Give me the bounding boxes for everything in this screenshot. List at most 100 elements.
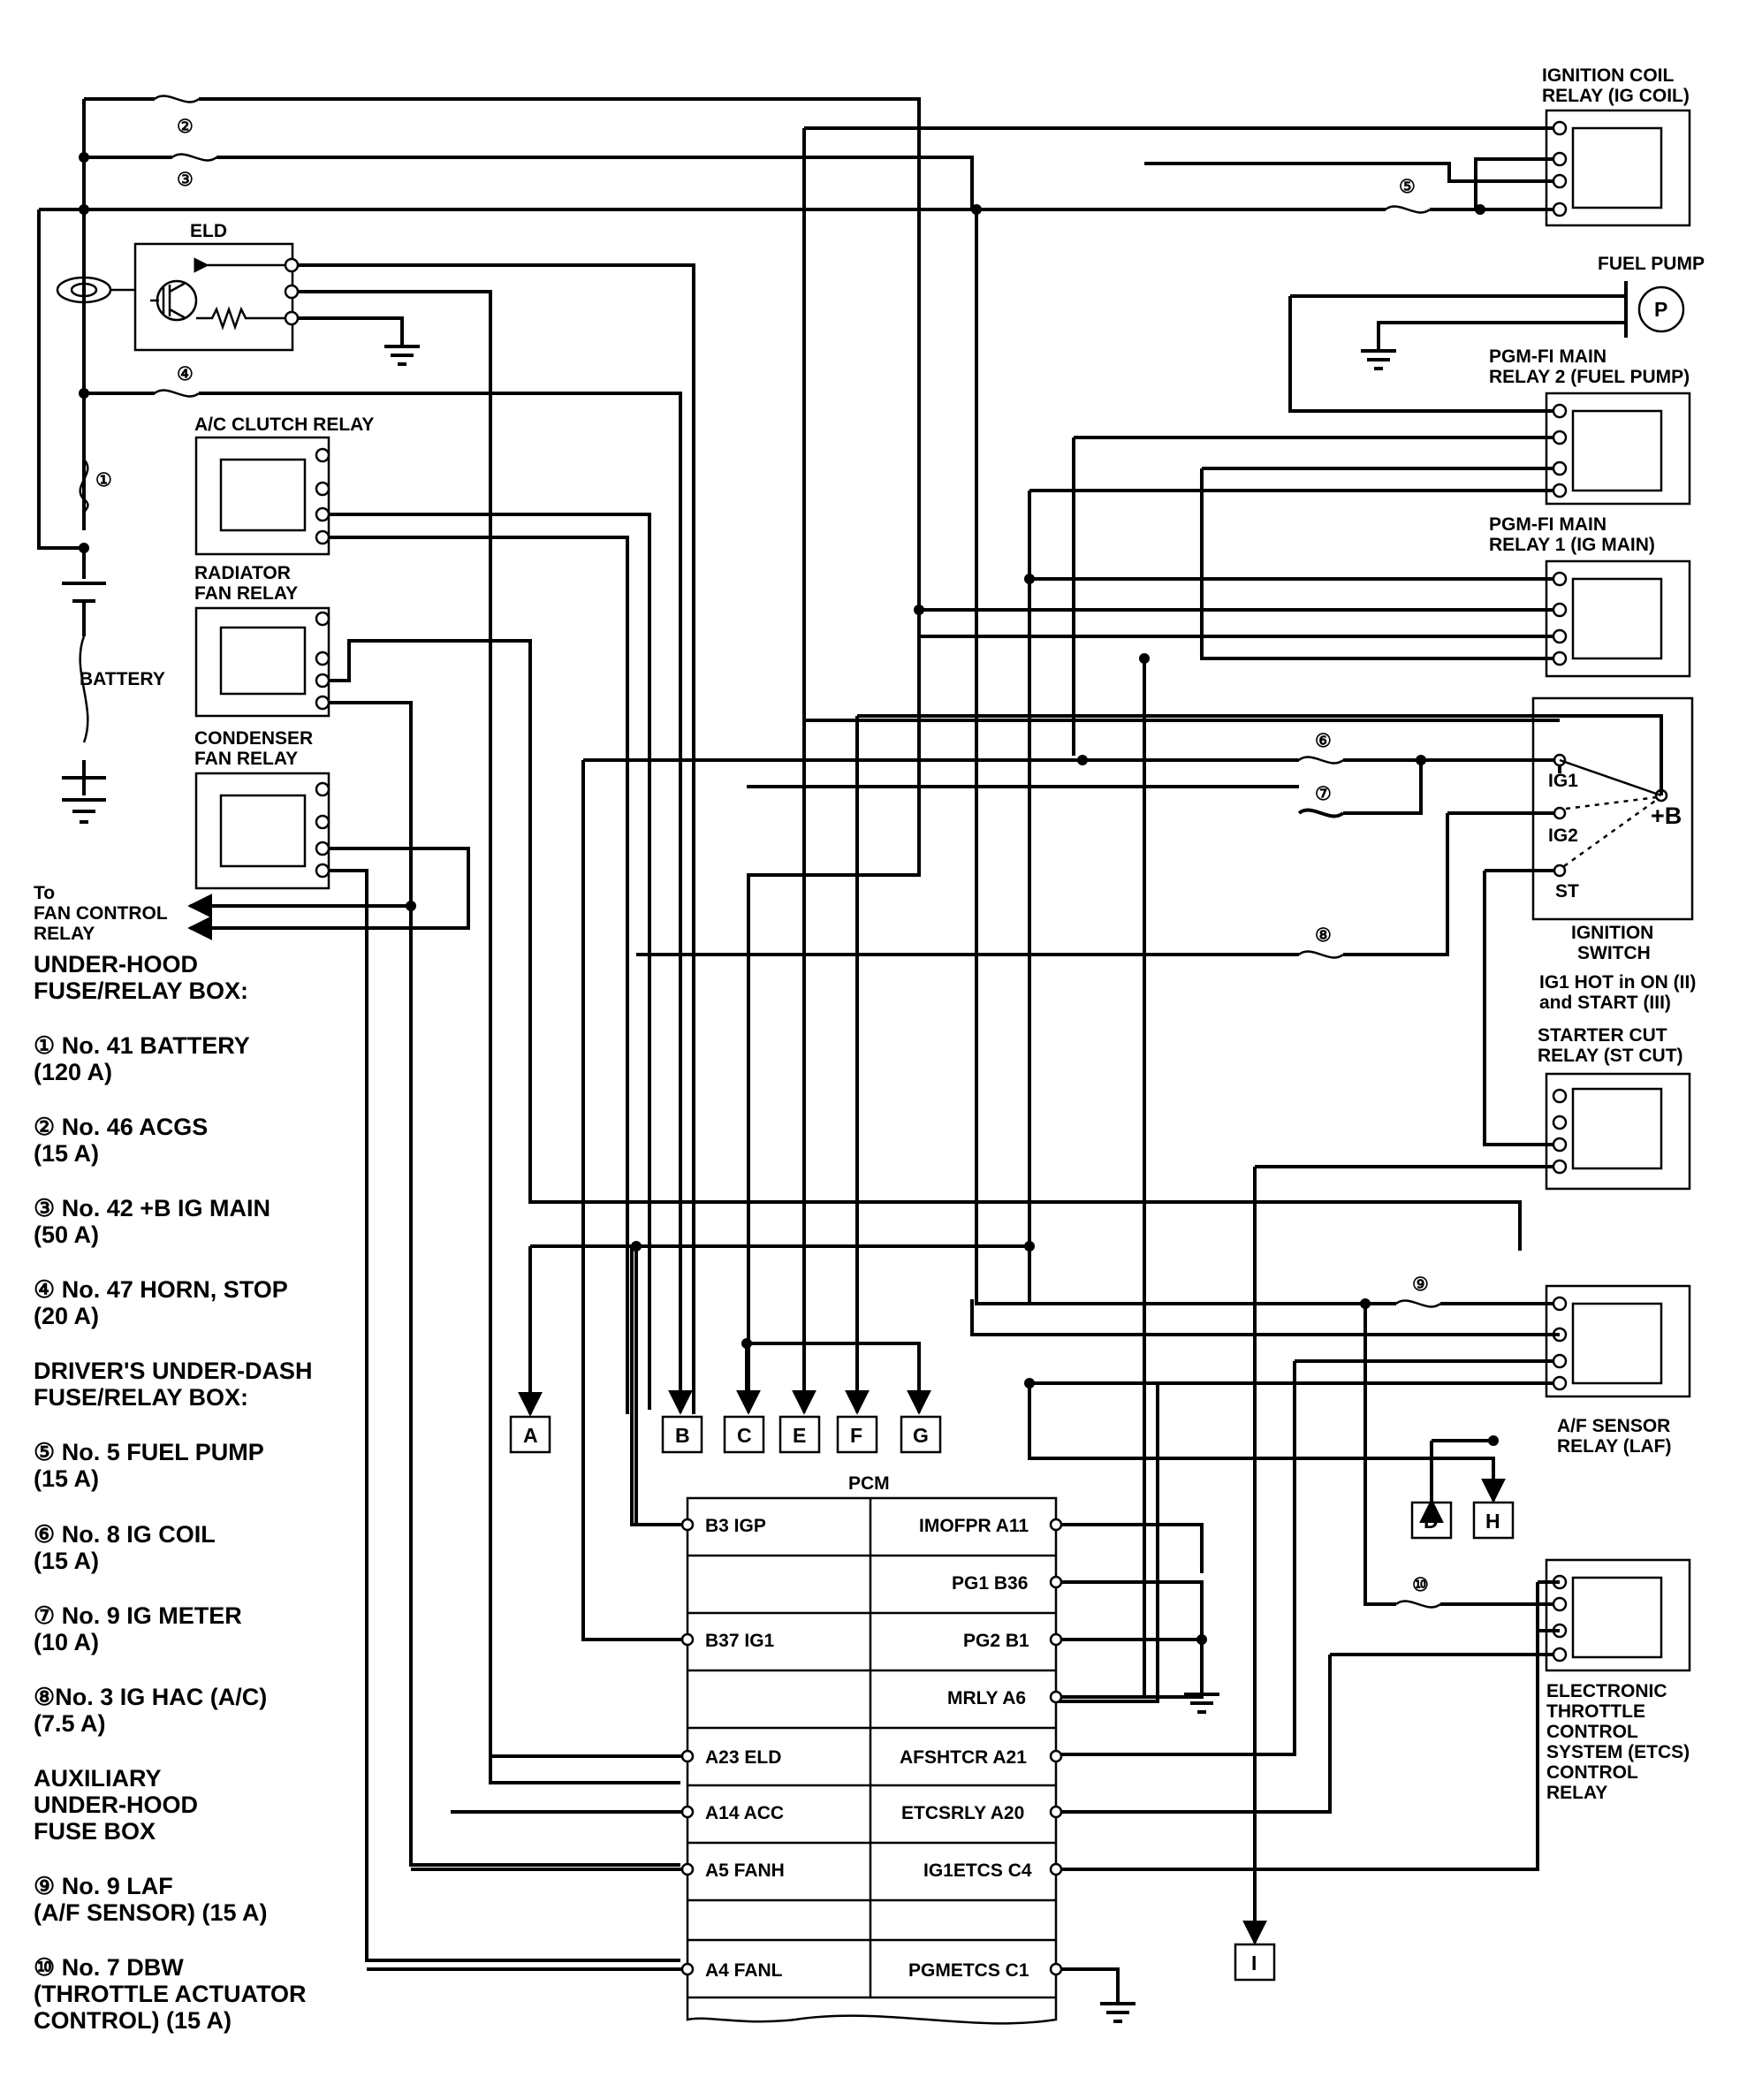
eld-label: ELD <box>190 221 227 241</box>
legend-under-hood-2: FUSE/RELAY BOX: <box>34 978 248 1004</box>
legend-fuse-6-name: ⑥ No. 8 IG COIL <box>34 1521 216 1548</box>
legend-fuse-8-name: ⑧No. 3 IG HAC (A/C) <box>34 1684 267 1710</box>
af-sensor-relay-label-1: A/F SENSOR <box>1557 1416 1670 1436</box>
pcm-pin-b3-igp: B3 IGP <box>705 1516 766 1536</box>
legend-fuse-1-rating: (120 A) <box>34 1059 112 1085</box>
fuel-pump-label: FUEL PUMP <box>1598 254 1705 274</box>
fuse-8-label: ⑧ <box>1315 925 1332 946</box>
pgm-fi-main-relay-1-label-2: RELAY 1 (IG MAIN) <box>1489 535 1655 555</box>
fuse-6-label: ⑥ <box>1315 731 1332 751</box>
ig-coil-relay: IGNITION COIL RELAY (IG COIL) <box>1542 65 1691 227</box>
ground-symbol-eld <box>384 345 420 366</box>
pcm-pin-pg1-b36: PG1 B36 <box>952 1573 1028 1594</box>
fuse-legend: UNDER-HOOD FUSE/RELAY BOX: ① No. 41 BATT… <box>34 951 312 2034</box>
legend-fuse-3-rating: (50 A) <box>34 1221 99 1248</box>
fuel-pump: FUEL PUMP P <box>1290 254 1705 370</box>
ig-coil-relay-label-1: IGNITION COIL <box>1542 65 1675 86</box>
legend-fuse-9-name: ⑨ No. 9 LAF <box>34 1873 173 1899</box>
radiator-fan-relay-label-1: RADIATOR <box>194 563 291 583</box>
pcm-pin-a5-fanh: A5 FANH <box>705 1860 785 1881</box>
legend-fuse-10-name: ⑩ No. 7 DBW <box>34 1954 184 1981</box>
fuel-pump-symbol: P <box>1654 298 1667 321</box>
ignition-switch-label-1: IGNITION <box>1571 923 1653 943</box>
pcm-pin-ig1etcs-c4: IG1ETCS C4 <box>923 1860 1032 1881</box>
fan-control-relay-label-1: To <box>34 883 55 903</box>
etcs-relay-label-5: CONTROL <box>1546 1762 1638 1783</box>
pgm-fi-main-relay-1: PGM-FI MAIN RELAY 1 (IG MAIN) <box>1489 514 1691 678</box>
etcs-relay-label-4: SYSTEM (ETCS) <box>1546 1742 1690 1762</box>
connector-f: F <box>850 1424 862 1447</box>
legend-fuse-2-rating: (15 A) <box>34 1140 99 1167</box>
condenser-fan-relay: CONDENSER FAN RELAY <box>187 728 680 1962</box>
fuse-4-label: ④ <box>177 364 194 384</box>
fuse-9-label: ⑨ <box>1412 1274 1429 1295</box>
ig1-note-2: and START (III) <box>1539 993 1671 1013</box>
af-sensor-relay: A/F SENSOR RELAY (LAF) <box>1545 1284 1691 1457</box>
starter-cut-relay: STARTER CUT RELAY (ST CUT) <box>1538 1025 1691 1191</box>
fuse-10-label: ⑩ <box>1412 1575 1429 1595</box>
condenser-fan-relay-label-1: CONDENSER <box>194 728 313 749</box>
ig-coil-relay-label-2: RELAY (IG COIL) <box>1542 86 1690 106</box>
etcs-control-relay: ELECTRONIC THROTTLE CONTROL SYSTEM (ETCS… <box>1545 1558 1691 1803</box>
legend-fuse-8-rating: (7.5 A) <box>34 1710 106 1737</box>
pcm-pin-imofpr-a11: IMOFPR A11 <box>919 1516 1029 1536</box>
legend-auxiliary-1: AUXILIARY <box>34 1765 162 1792</box>
pcm-pin-a4-fanl: A4 FANL <box>705 1960 783 1981</box>
legend-fuse-1-name: ① No. 41 BATTERY <box>34 1032 250 1059</box>
legend-under-dash-1: DRIVER'S UNDER-DASH <box>34 1358 312 1384</box>
fuse-2-label: ② <box>177 117 194 137</box>
eld-unit: ELD <box>133 221 695 1784</box>
legend-fuse-9-rating: (A/F SENSOR) (15 A) <box>34 1899 268 1926</box>
battery-feed-wiring <box>37 95 974 1405</box>
condenser-fan-relay-label-2: FAN RELAY <box>194 749 298 769</box>
connector-i: I <box>1251 1952 1257 1974</box>
pgm-fi-main-relay-2: PGM-FI MAIN RELAY 2 (FUEL PUMP) <box>1489 346 1691 506</box>
ignition-switch-st: ST <box>1555 881 1579 902</box>
legend-auxiliary-3: FUSE BOX <box>34 1818 156 1845</box>
connector-d: D <box>1424 1510 1439 1533</box>
connector-b: B <box>675 1424 690 1447</box>
radiator-fan-relay-label-2: FAN RELAY <box>194 583 298 604</box>
legend-under-hood-1: UNDER-HOOD <box>34 951 198 978</box>
connector-group: A B C E F G D H I <box>509 1388 1515 1982</box>
pcm-pin-pg2-b1: PG2 B1 <box>963 1631 1029 1651</box>
pcm-pin-mrly-a6: MRLY A6 <box>947 1688 1026 1708</box>
fan-control-relay-label-3: RELAY <box>34 924 95 944</box>
ig1-note-1: IG1 HOT in ON (II) <box>1539 972 1696 993</box>
pcm-pin-etcsrly-a20: ETCSRLY A20 <box>901 1803 1024 1823</box>
fuse-3-label: ③ <box>177 170 194 190</box>
starter-cut-relay-label-1: STARTER CUT <box>1538 1025 1667 1046</box>
etcs-relay-label-2: THROTTLE <box>1546 1701 1645 1722</box>
pgm-fi-main-relay-2-label-1: PGM-FI MAIN <box>1489 346 1606 367</box>
fuse-1-label: ① <box>95 470 112 491</box>
ignition-switch-ig1: IG1 <box>1548 771 1578 791</box>
legend-under-dash-2: FUSE/RELAY BOX: <box>34 1384 248 1411</box>
ac-clutch-relay: A/C CLUTCH RELAY <box>194 415 651 1414</box>
battery-label: BATTERY <box>80 669 165 689</box>
etcs-relay-label-3: CONTROL <box>1546 1722 1638 1742</box>
fuse-5-label: ⑤ <box>1399 177 1416 197</box>
ignition-switch: IG1 IG2 ST +B IGNITION SWITCH IG1 HOT in… <box>857 696 1696 1013</box>
legend-fuse-3-name: ③ No. 42 +B IG MAIN <box>34 1195 270 1221</box>
pcm-pin-pgmetcs-c1: PGMETCS C1 <box>908 1960 1029 1981</box>
pcm-label: PCM <box>848 1473 890 1494</box>
pcm-pin-b37-ig1: B37 IG1 <box>705 1631 775 1651</box>
ignition-switch-label-2: SWITCH <box>1577 943 1651 963</box>
ignition-switch-b: +B <box>1651 803 1682 829</box>
connector-g: G <box>913 1424 929 1447</box>
connector-e: E <box>793 1424 806 1447</box>
connector-c: C <box>737 1424 752 1447</box>
af-sensor-relay-label-2: RELAY (LAF) <box>1557 1436 1672 1457</box>
legend-fuse-4-rating: (20 A) <box>34 1303 99 1329</box>
pcm-pin-a23-eld: A23 ELD <box>705 1747 781 1768</box>
legend-auxiliary-2: UNDER-HOOD <box>34 1792 198 1818</box>
legend-fuse-5-name: ⑤ No. 5 FUEL PUMP <box>34 1439 264 1465</box>
legend-fuse-4-name: ④ No. 47 HORN, STOP <box>34 1276 288 1303</box>
pcm-pin-afshtcr-a21: AFSHTCR A21 <box>900 1747 1027 1768</box>
legend-fuse-6-rating: (15 A) <box>34 1548 99 1574</box>
starter-cut-relay-label-2: RELAY (ST CUT) <box>1538 1046 1683 1066</box>
connector-a: A <box>523 1424 538 1447</box>
fuse-7-label: ⑦ <box>1315 784 1332 804</box>
battery-symbol: BATTERY <box>62 548 165 824</box>
